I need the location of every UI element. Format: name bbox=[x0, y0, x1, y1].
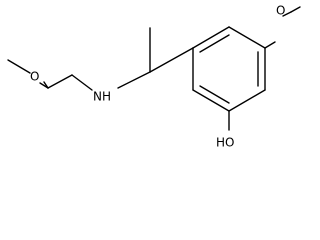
atom-label-o-methoxy-left: O bbox=[30, 70, 39, 84]
bond-ring-to-ch bbox=[149, 47, 194, 73]
bond-ch2-chain-upper bbox=[39, 82, 49, 89]
ring-bond-c1-c2 bbox=[228, 26, 266, 49]
bond-oxygen-to-ch3-left bbox=[7, 59, 31, 74]
ring-double-bond-c4-c5 bbox=[199, 85, 230, 104]
chemical-structure: O NH O HO bbox=[7, 4, 301, 150]
benzene-ring bbox=[192, 26, 266, 112]
bond-nh-to-ch2 bbox=[71, 74, 93, 91]
atom-label-hydroxyl: HO bbox=[216, 136, 234, 150]
bond-oxygen-to-methyl-tail bbox=[282, 11, 292, 17]
atom-label-o-methoxy-ring: O bbox=[276, 4, 285, 18]
ring-double-bond-c1-c6 bbox=[199, 34, 230, 53]
bond-oxygen-to-methyl bbox=[290, 6, 301, 13]
ring-bond-c6-c1 bbox=[192, 26, 230, 49]
ring-bond-c3-c4 bbox=[228, 89, 266, 112]
ring-bond-c4-c5 bbox=[192, 89, 230, 112]
atom-label-nh: NH bbox=[93, 90, 111, 104]
bond-ch2-to-ch2 bbox=[47, 74, 73, 89]
bond-ring-to-oxygen bbox=[264, 41, 276, 49]
bond-ch-to-nh bbox=[117, 71, 151, 89]
